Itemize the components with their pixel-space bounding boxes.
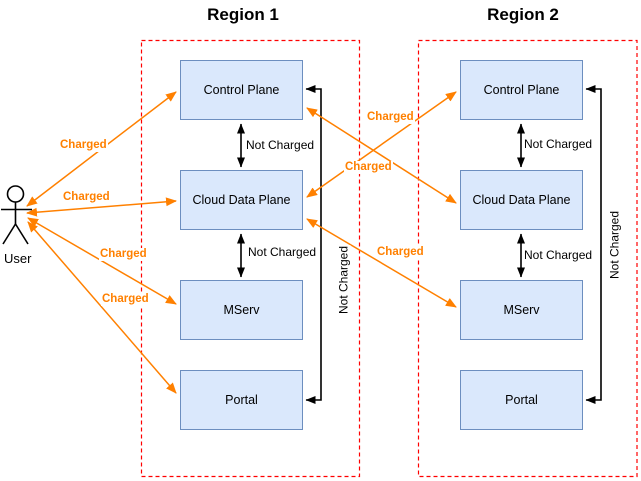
edge-label-r2-portal-cp: Not Charged	[607, 209, 622, 281]
edge-label-r1-portal-cp: Not Charged	[336, 244, 351, 316]
node-r1-mserv: MServ	[180, 280, 303, 340]
user-figure	[1, 185, 32, 245]
edge-label-r1cdp-r2mserv: Charged	[376, 246, 425, 259]
edge-label-r1cp-r2cdp: Charged	[344, 161, 393, 174]
charged-connectors	[26, 91, 457, 394]
edge-label-user-r1cp: Charged	[59, 139, 108, 152]
edge-label-user-r1mserv: Charged	[99, 248, 148, 261]
node-r2-mserv: MServ	[460, 280, 583, 340]
user-leg-left	[2, 223, 17, 245]
edge-label-r2cp-r1cdp: Charged	[366, 111, 415, 124]
edge-label-r2-cdp-mserv: Not Charged	[523, 248, 594, 262]
node-r1-cloud-data-plane: Cloud Data Plane	[180, 170, 303, 230]
edge-label-user-r1portal: Charged	[101, 293, 150, 306]
edge-r1cdp-r2mserv	[306, 218, 457, 308]
node-r1-control-plane: Control Plane	[180, 60, 303, 120]
node-r2-cloud-data-plane: Cloud Data Plane	[460, 170, 583, 230]
edge-user-r1-cdp	[26, 197, 177, 217]
edge-user-r1-portal	[27, 221, 177, 394]
edge-label-r1-cdp-mserv: Not Charged	[247, 245, 318, 259]
node-r1-portal: Portal	[180, 370, 303, 430]
user-leg-right	[14, 223, 29, 245]
edge-label-r1-cp-cdp: Not Charged	[245, 138, 316, 152]
edge-r2-portal-cp	[585, 85, 602, 404]
region2-title: Region 2	[487, 5, 559, 24]
user-head	[6, 185, 25, 203]
user-label: User	[4, 251, 32, 266]
edge-user-r1-mserv	[27, 217, 177, 305]
node-r2-portal: Portal	[460, 370, 583, 430]
region1-title: Region 1	[207, 5, 279, 24]
node-r2-control-plane: Control Plane	[460, 60, 583, 120]
edge-label-r2-cp-cdp: Not Charged	[523, 137, 594, 151]
edge-label-user-r1cdp: Charged	[62, 191, 111, 204]
region2-frame	[417, 39, 638, 478]
edge-r2cp-r1cdp	[306, 91, 457, 198]
